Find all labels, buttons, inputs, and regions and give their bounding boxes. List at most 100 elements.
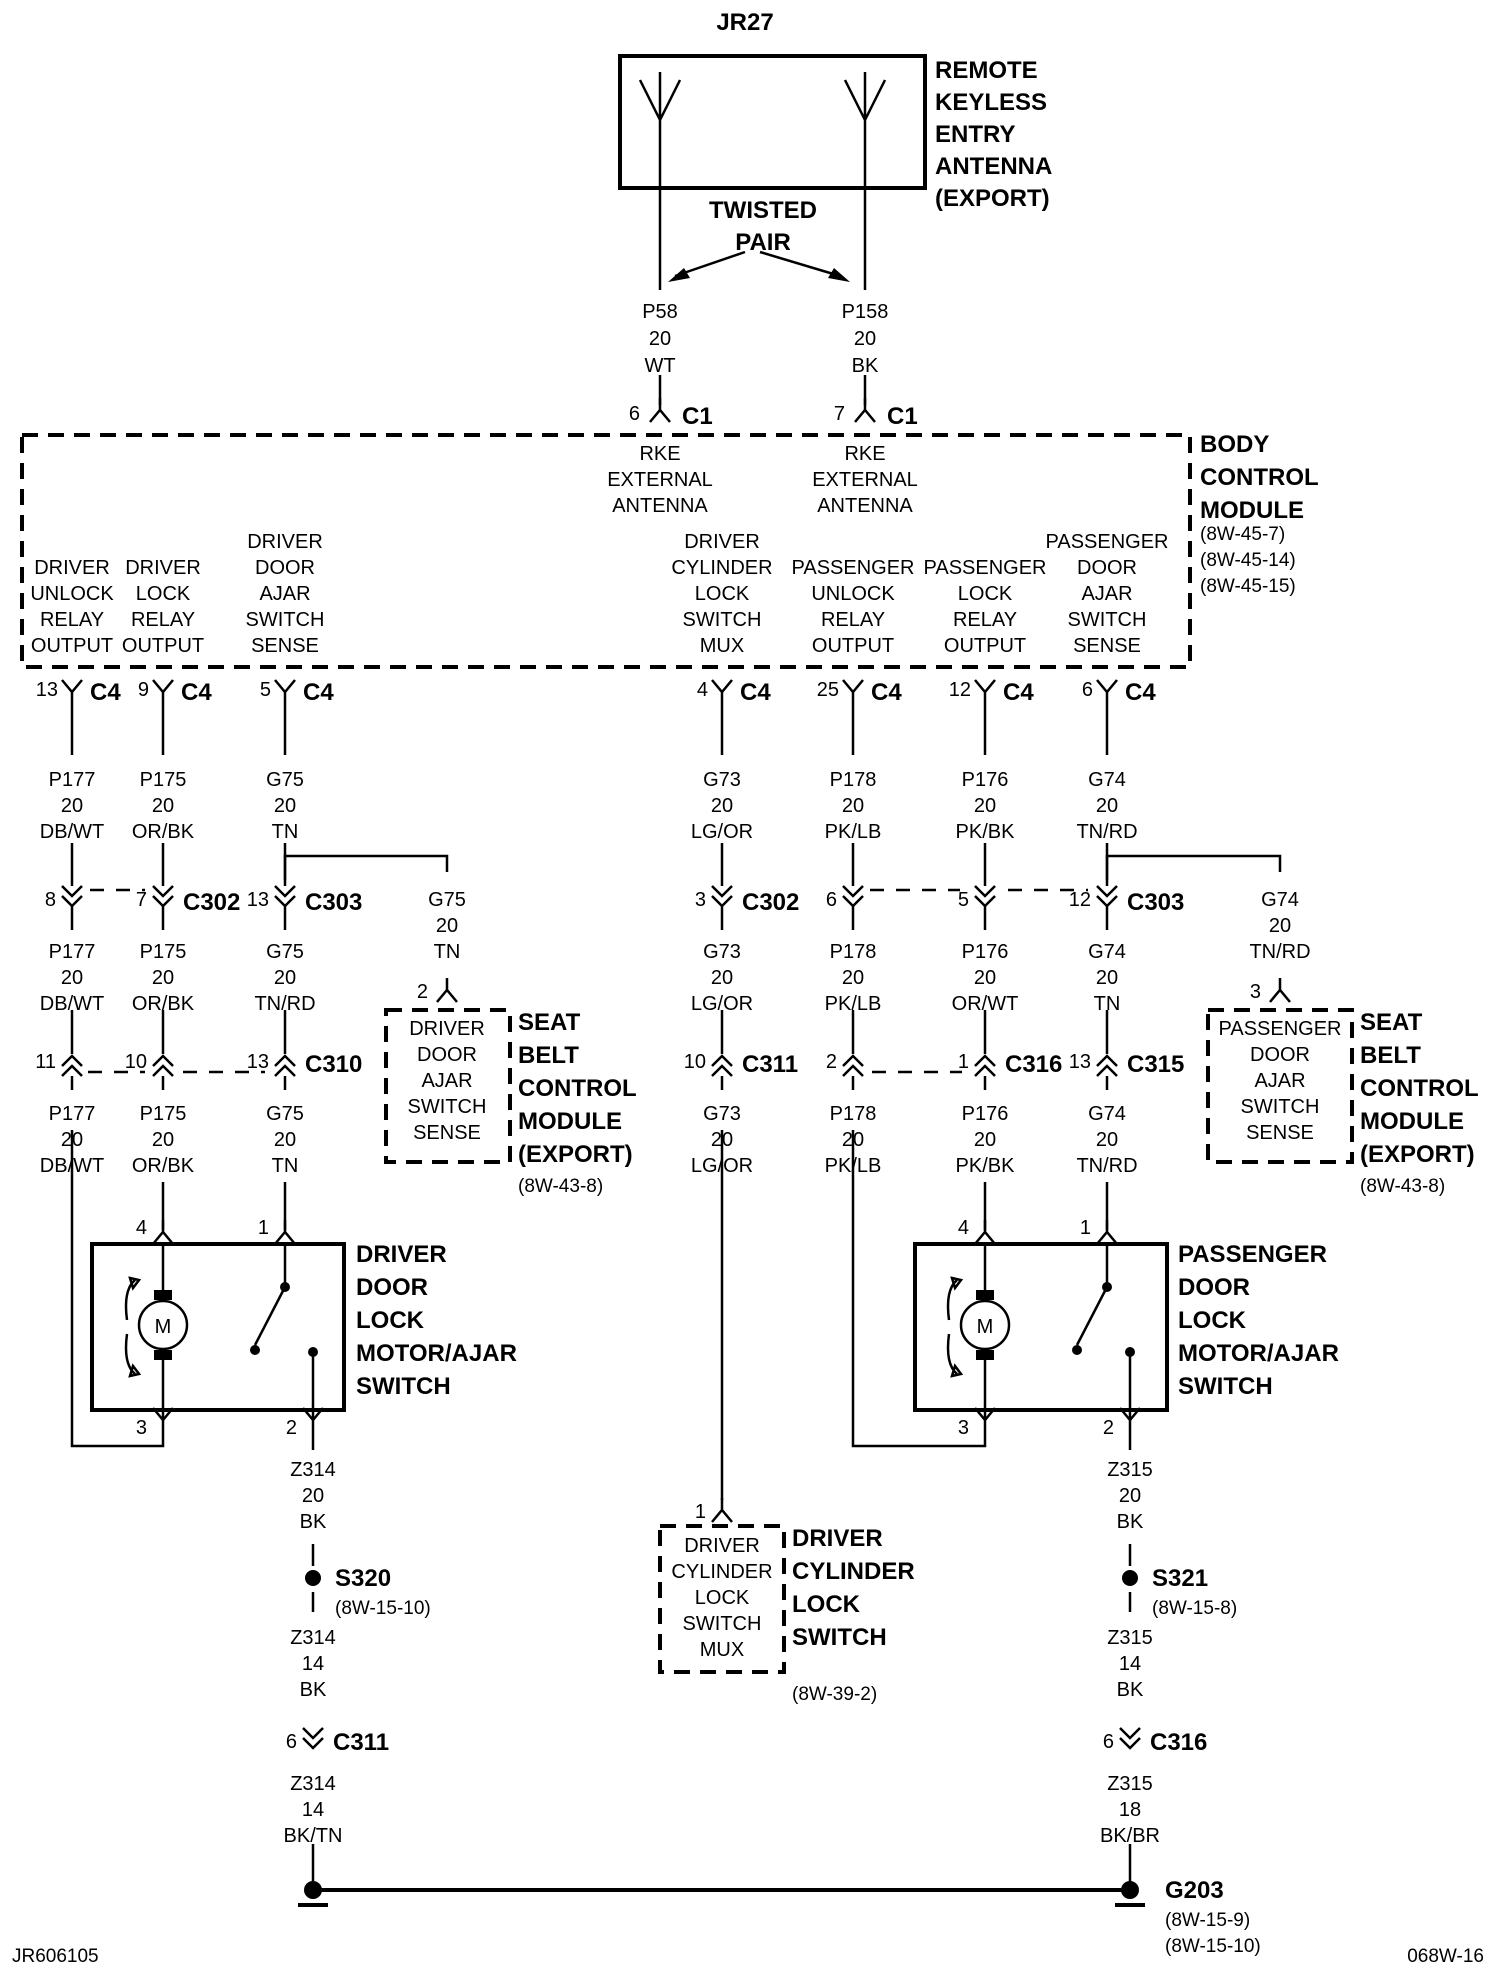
bcm-pin-label: PASSENGER (1046, 531, 1169, 553)
pin-number: 9 (138, 679, 149, 701)
motor-assembly-label: DRIVER (356, 1241, 447, 1268)
connector-symbol (436, 978, 458, 1003)
connector-symbol (152, 1407, 174, 1432)
wire-label: Z315 (1107, 1627, 1153, 1649)
wire-label: Z314 (290, 1459, 336, 1481)
wire-label: 20 (649, 328, 671, 350)
connector-name: C311 (742, 1051, 798, 1078)
wire-label: Z314 (290, 1773, 336, 1795)
wire-label: P177 (49, 769, 96, 791)
bcm-pin-label: MUX (700, 635, 744, 657)
wire-label: 14 (1119, 1653, 1141, 1675)
seat-belt-label: MODULE (1360, 1108, 1464, 1135)
diagram-elements: JR27REMOTEKEYLESSENTRYANTENNA(EXPORT)TWI… (12, 9, 1484, 1967)
wire-label: G73 (703, 769, 741, 791)
connector-symbol (274, 1220, 296, 1245)
seat-belt-label: SEAT (1360, 1009, 1423, 1036)
bcm-pin-label: DOOR (255, 557, 315, 579)
connector-symbol (152, 679, 174, 704)
motor-assembly-label: LOCK (356, 1307, 425, 1334)
wire-label: OR/WT (952, 993, 1019, 1015)
pin-number: 13 (247, 1051, 269, 1073)
inline-connector-symbol (974, 1054, 996, 1077)
pin-number: 4 (958, 1217, 969, 1239)
bcm-pin-label: RKE (844, 443, 885, 465)
splice-name: S320 (335, 1565, 391, 1592)
pin-number: 7 (834, 403, 845, 425)
switch-contact (250, 1345, 260, 1355)
inline-connector-symbol (302, 1727, 324, 1750)
splice-name: S321 (1152, 1565, 1208, 1592)
pin-number: 3 (695, 889, 706, 911)
motor-brush (154, 1290, 172, 1300)
bcm-pin-label: EXTERNAL (607, 469, 713, 491)
pin-number: 6 (629, 403, 640, 425)
wire-label: PK/BK (956, 821, 1016, 843)
connector-name: C311 (333, 1729, 389, 1756)
module-inner-label: SWITCH (1241, 1096, 1320, 1118)
connector-name: C4 (90, 679, 121, 706)
pin-number: 6 (1103, 1731, 1114, 1753)
wire-label: TN/RD (1076, 821, 1137, 843)
wire-label: LG/OR (691, 821, 753, 843)
pin-number: 1 (958, 1051, 969, 1073)
wire-label: 20 (711, 967, 733, 989)
wire-label: Z314 (290, 1627, 336, 1649)
wire-label: G74 (1088, 769, 1126, 791)
module-inner-label: DRIVER (684, 1535, 760, 1557)
wire-label: TN (434, 941, 461, 963)
module-inner-label: SWITCH (408, 1096, 487, 1118)
connector-symbol (974, 1407, 996, 1432)
pin-number: 2 (417, 981, 428, 1003)
connector-symbol (152, 1220, 174, 1245)
connector-name: C315 (1127, 1051, 1184, 1078)
ref-label: (8W-43-8) (518, 1176, 603, 1197)
bcm-pin-label: DRIVER (125, 557, 201, 579)
rotation-arrow (946, 1279, 958, 1321)
bcm-pin-label: UNLOCK (811, 583, 895, 605)
wire-label: G75 (266, 941, 304, 963)
wire-label: BK (1117, 1511, 1144, 1533)
pin-number: 13 (36, 679, 58, 701)
pin-number: 11 (35, 1051, 56, 1073)
wire-label: 20 (152, 967, 174, 989)
rotation-arrowhead (950, 1276, 964, 1378)
bcm-pin-label: OUTPUT (812, 635, 894, 657)
bcm-pin-label: UNLOCK (30, 583, 114, 605)
wire-label: Z315 (1107, 1773, 1153, 1795)
pin-number: 7 (136, 889, 147, 911)
wire-label: G75 (428, 889, 466, 911)
module-inner-label: DRIVER (409, 1018, 485, 1040)
wire-label: 20 (842, 967, 864, 989)
wire-label: 20 (1096, 795, 1118, 817)
page-title: JR27 (716, 9, 773, 36)
motor-brush (154, 1350, 172, 1360)
wire-label: 14 (302, 1799, 324, 1821)
connector-name: C4 (1003, 679, 1034, 706)
bcm-pin-label: ANTENNA (817, 495, 913, 517)
inline-connector-symbol (842, 885, 864, 908)
module-inner-label: LOCK (695, 1587, 750, 1609)
module-inner-label: AJAR (1254, 1070, 1305, 1092)
c1-wires (658, 375, 867, 405)
connector-symbol (274, 679, 296, 704)
pin-number: 2 (286, 1417, 297, 1439)
seat-belt-label: CONTROL (1360, 1075, 1479, 1102)
ref-label: (8W-15-9) (1165, 1910, 1250, 1931)
inline-connector-symbol (274, 885, 296, 908)
connector-name: C303 (305, 889, 362, 916)
module-inner-label: SENSE (1246, 1122, 1314, 1144)
wire-label: 20 (436, 915, 458, 937)
bcm-label: MODULE (1200, 497, 1304, 524)
antenna-box (618, 54, 927, 190)
wire-label: LG/OR (691, 993, 753, 1015)
wire-label: 20 (274, 795, 296, 817)
module-inner-label: PASSENGER (1219, 1018, 1342, 1040)
pin-number: 2 (1103, 1417, 1114, 1439)
motor-assembly-label: PASSENGER (1178, 1241, 1327, 1268)
rotation-arrow (124, 1279, 136, 1321)
ref-label: (8W-43-8) (1360, 1176, 1445, 1197)
motor-brush (976, 1350, 994, 1360)
wire-label: P175 (140, 1103, 187, 1125)
